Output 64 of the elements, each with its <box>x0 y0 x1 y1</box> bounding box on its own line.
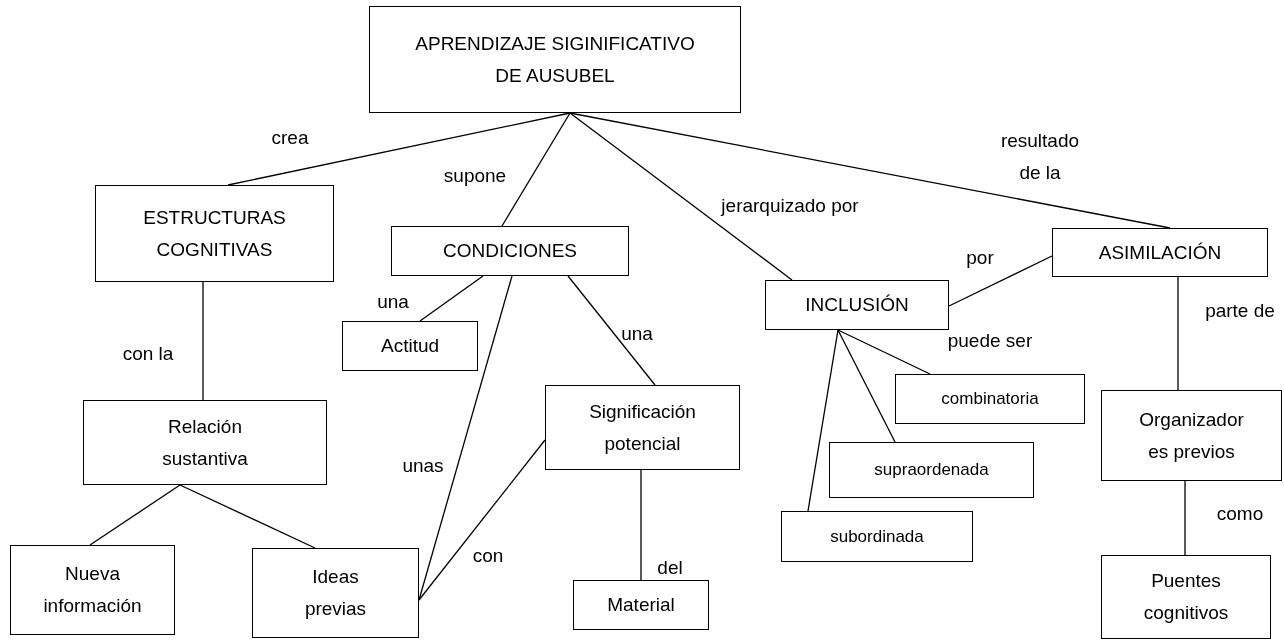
concept-box <box>252 548 419 638</box>
edge-label: crea <box>270 126 310 150</box>
concept-text: APRENDIZAJE SIGINIFICATIVO DE AUSUBEL <box>414 31 696 88</box>
concept-text: ASIMILACIÓN <box>1098 240 1222 265</box>
concept-text: Ideas previas <box>303 565 368 621</box>
edge-label: jerarquizado por <box>719 194 860 218</box>
concept-box <box>829 442 1034 498</box>
concept-text: Relación sustantiva <box>161 414 249 471</box>
concept-text: Organizador es previos <box>1138 407 1245 464</box>
concept-box <box>369 6 741 113</box>
concept-text: Puentes cognitivos <box>1142 569 1230 625</box>
concept-text: Actitud <box>380 334 440 358</box>
connector-line <box>501 112 571 227</box>
edge-label: unas <box>401 454 445 478</box>
connector-line <box>179 484 316 549</box>
edge-label: una <box>376 290 410 314</box>
connector-line <box>569 112 1171 229</box>
concept-box <box>95 185 334 282</box>
concept-text: INCLUSIÓN <box>805 293 909 317</box>
concept-box <box>1052 228 1268 277</box>
connector-line <box>1184 480 1186 556</box>
concept-box <box>545 385 740 470</box>
connector-line <box>948 255 1053 307</box>
connector-line <box>202 281 204 401</box>
connector-line <box>837 329 896 443</box>
concept-text: ESTRUCTURAS COGNITIVAS <box>142 205 287 262</box>
connector-line <box>569 112 793 281</box>
concept-box <box>765 280 949 330</box>
edge-label: con la <box>121 342 175 366</box>
concept-box <box>573 580 709 630</box>
concept-text: supraordenada <box>874 459 989 481</box>
connector-line <box>418 439 546 601</box>
connector-line <box>640 469 642 581</box>
edge-label: con <box>471 544 505 568</box>
edge-label: resultado de la <box>999 129 1081 185</box>
edge-label: puede ser <box>946 329 1034 353</box>
concept-box <box>342 321 478 371</box>
connector-line <box>837 329 931 375</box>
concept-text: Significación potencial <box>588 399 697 456</box>
connector-line <box>418 275 513 601</box>
connector-line <box>1177 276 1179 391</box>
connector-line <box>807 329 839 512</box>
edge-label: supone <box>442 164 508 188</box>
connector-line <box>419 275 484 322</box>
concept-box <box>10 545 175 635</box>
concept-box <box>391 226 629 276</box>
edge-label: del <box>656 556 684 580</box>
concept-text: subordinada <box>830 525 924 548</box>
edge-label: una <box>620 322 654 346</box>
edge-label: por <box>965 246 995 270</box>
edge-label: parte de <box>1205 299 1275 323</box>
concept-box <box>1101 390 1282 481</box>
concept-text: Material <box>607 593 675 617</box>
concept-box <box>83 400 327 485</box>
edge-label: como <box>1215 502 1265 526</box>
connector-line <box>567 275 656 386</box>
concept-box <box>781 511 973 562</box>
concept-box <box>895 374 1085 424</box>
connector-line <box>227 112 571 186</box>
concept-text: Nueva información <box>42 562 143 618</box>
concept-text: combinatoria <box>941 388 1039 410</box>
concept-text: CONDICIONES <box>442 239 578 263</box>
concept-box <box>1101 555 1271 639</box>
connector-line <box>89 484 181 546</box>
